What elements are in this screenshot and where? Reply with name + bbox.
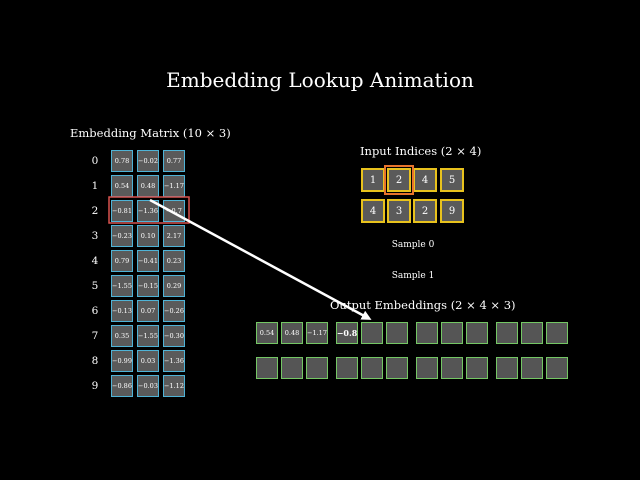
output-cell <box>441 357 463 379</box>
matrix-row-index: 1 <box>91 180 99 192</box>
matrix-cell: 0.79 <box>111 250 133 272</box>
matrix-cell: −1.36 <box>137 200 159 222</box>
matrix-row-index: 2 <box>91 205 99 217</box>
output-cell <box>416 357 438 379</box>
matrix-cell: 0.48 <box>137 175 159 197</box>
matrix-row-index: 9 <box>91 380 99 392</box>
matrix-row-index: 4 <box>91 255 99 267</box>
matrix-cell: 2.17 <box>163 225 185 247</box>
matrix-cell: −0.7 <box>163 200 185 222</box>
matrix-cell: −1.17 <box>163 175 185 197</box>
matrix-cell: −0.81 <box>111 200 133 222</box>
output-cell <box>336 357 358 379</box>
output-cell <box>466 357 488 379</box>
sample-1-label: Sample 1 <box>391 271 435 281</box>
output-cell <box>386 322 408 344</box>
matrix-cell: −0.99 <box>111 350 133 372</box>
output-cell <box>256 357 278 379</box>
matrix-row-index: 5 <box>91 280 99 292</box>
output-cell <box>496 357 518 379</box>
output-cell <box>521 322 543 344</box>
matrix-cell: 0.35 <box>111 325 133 347</box>
output-cell <box>466 322 488 344</box>
output-cell: −1.17 <box>306 322 328 344</box>
matrix-cell: 0.23 <box>163 250 185 272</box>
matrix-cell: −0.02 <box>137 150 159 172</box>
matrix-cell: −1.55 <box>137 325 159 347</box>
matrix-row-index: 8 <box>91 355 99 367</box>
matrix-cell: −0.26 <box>163 300 185 322</box>
matrix-cell: −0.41 <box>137 250 159 272</box>
matrix-cell: 0.29 <box>163 275 185 297</box>
index-cell: 5 <box>440 168 464 192</box>
matrix-cell: 0.78 <box>111 150 133 172</box>
matrix-cell: −0.30 <box>163 325 185 347</box>
matrix-cell: 0.10 <box>137 225 159 247</box>
matrix-cell: −0.23 <box>111 225 133 247</box>
matrix-row-index: 7 <box>91 330 99 342</box>
output-cell <box>441 322 463 344</box>
matrix-cell: 0.03 <box>137 350 159 372</box>
output-cell <box>361 322 383 344</box>
index-cell: 9 <box>440 199 464 223</box>
index-cell: 4 <box>361 199 385 223</box>
output-cell <box>281 357 303 379</box>
index-cell: 4 <box>413 168 437 192</box>
output-cell <box>521 357 543 379</box>
sample-0-label: Sample 0 <box>391 240 435 250</box>
matrix-cell: −1.12 <box>163 375 185 397</box>
output-embeddings-label: Output Embeddings (2 × 4 × 3) <box>330 298 516 312</box>
matrix-cell: −1.55 <box>111 275 133 297</box>
matrix-cell: 0.77 <box>163 150 185 172</box>
output-cell: 0.54 <box>256 322 278 344</box>
output-cell <box>361 357 383 379</box>
matrix-cell: −1.36 <box>163 350 185 372</box>
matrix-cell: −0.03 <box>137 375 159 397</box>
matrix-cell: −0.15 <box>137 275 159 297</box>
output-cell <box>546 322 568 344</box>
matrix-row-index: 6 <box>91 305 99 317</box>
matrix-cell: 0.54 <box>111 175 133 197</box>
output-cell: −0.8 <box>336 322 358 344</box>
matrix-row-index: 3 <box>91 230 99 242</box>
output-cell <box>496 322 518 344</box>
output-cell <box>416 322 438 344</box>
index-cell: 1 <box>361 168 385 192</box>
output-cell <box>306 357 328 379</box>
index-cell: 2 <box>413 199 437 223</box>
matrix-cell: −0.86 <box>111 375 133 397</box>
input-indices-label: Input Indices (2 × 4) <box>360 144 482 158</box>
output-cell: 0.48 <box>281 322 303 344</box>
page-title: Embedding Lookup Animation <box>166 68 474 92</box>
index-cell: 2 <box>387 168 411 192</box>
matrix-cell: 0.07 <box>137 300 159 322</box>
index-cell: 3 <box>387 199 411 223</box>
embedding-matrix-label: Embedding Matrix (10 × 3) <box>70 126 231 140</box>
matrix-row-index: 0 <box>91 155 99 167</box>
output-cell <box>546 357 568 379</box>
matrix-cell: −0.13 <box>111 300 133 322</box>
output-cell <box>386 357 408 379</box>
